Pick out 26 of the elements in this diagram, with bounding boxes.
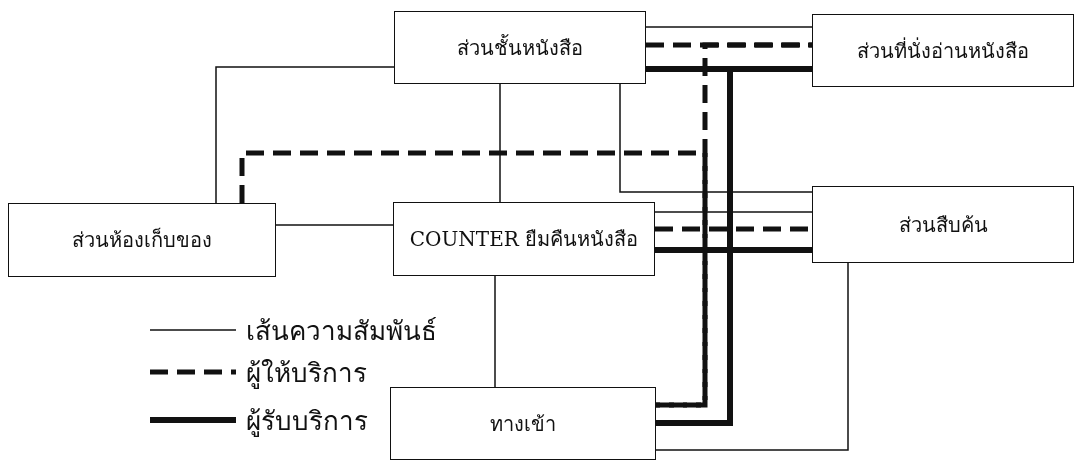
connector-line <box>494 275 496 388</box>
connector-line <box>645 26 813 28</box>
connector-line <box>239 150 708 408</box>
legend-label: เส้นความสัมพันธ์ <box>246 315 437 348</box>
area-box <box>812 186 1074 263</box>
connector-line <box>619 83 813 193</box>
area-label: ส่วนห้องเก็บของ <box>72 226 212 254</box>
connector-line <box>655 262 849 451</box>
connector-line <box>654 211 813 213</box>
connector-line <box>499 83 501 203</box>
area-label: ส่วนชั้นหนังสือ <box>457 33 583 62</box>
connector-line <box>215 66 395 204</box>
area-label: COUNTER ยืมคืนหนังสือ <box>409 226 639 253</box>
legend-label: ผู้ให้บริการ <box>246 357 367 391</box>
area-box <box>393 202 655 276</box>
connector-line <box>275 224 394 226</box>
area-label: ส่วนที่นั่งอ่านหนังสือ <box>857 36 1029 65</box>
connector-line <box>655 247 812 253</box>
area-box <box>390 387 656 460</box>
area-box <box>8 203 276 277</box>
area-box <box>812 14 1074 87</box>
connector-line <box>646 42 812 48</box>
area-box <box>394 11 646 84</box>
area-label: ส่วนสืบค้น <box>898 211 988 239</box>
legend-label: ผู้รับบริการ <box>246 405 368 439</box>
area-label: ทางเข้า <box>490 410 556 438</box>
